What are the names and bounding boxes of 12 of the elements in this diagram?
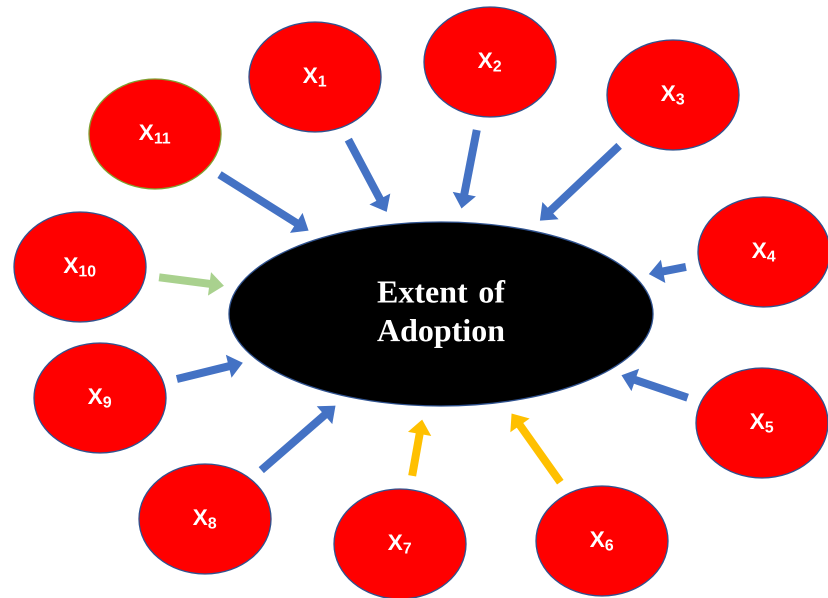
circle-node: X$_{11}$	[88, 78, 222, 190]
circle-node: X$_{7}$	[333, 488, 467, 598]
circle-node: X$_{4}$	[697, 196, 828, 308]
circle-node: X$_{8}$	[138, 463, 272, 575]
circle-node: X$_{10}$	[13, 211, 147, 323]
circle-node: X$_{5}$	[695, 367, 828, 479]
circle-node: X$_{3}$	[606, 39, 740, 151]
circle-node: X$_{2}$	[423, 6, 557, 118]
circle-node: X$_{6}$	[535, 485, 669, 597]
oval-node: Extent of Adoption	[228, 221, 654, 407]
circle-node: X$_{1}$	[248, 21, 382, 133]
circle-node: X$_{9}$	[33, 342, 167, 454]
